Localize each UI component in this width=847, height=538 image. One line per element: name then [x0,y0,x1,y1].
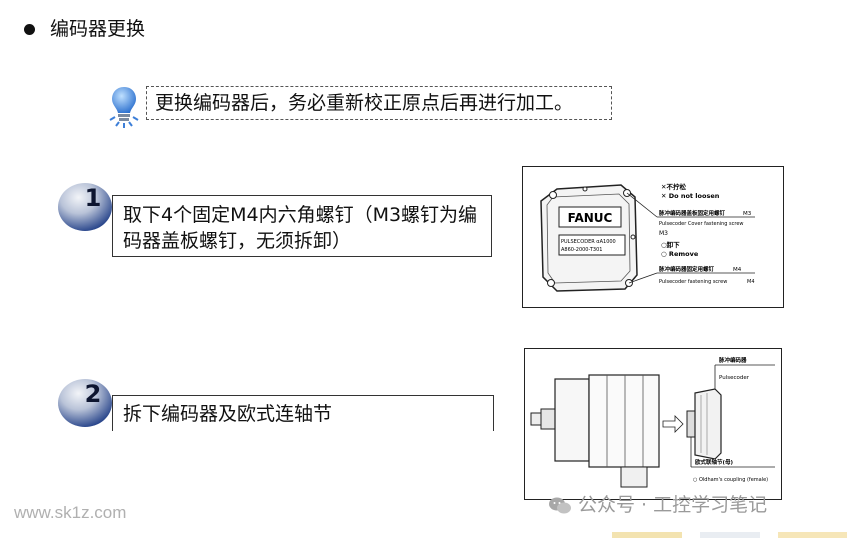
section-heading: 编码器更换 [50,18,146,40]
label-fix-screw-cn: 脉冲编码器固定用螺钉 [658,265,715,273]
note-do-not-loosen-cn: ✕不拧松 [661,182,686,191]
encoder-drawing: FANUC PULSECODER αA1000 A860-2000-T301 ✕… [540,182,755,292]
step-2-badge [58,379,112,427]
note-remove-cn: ○卸下 [661,240,680,249]
step-1-badge [58,183,112,231]
label-coupling-en: ○ Oldham's coupling (female) [693,477,768,483]
note-do-not-loosen-en: ✕ Do not loosen [661,192,720,200]
bottom-strip [778,532,847,538]
label-cover-screw-en: Pulsecoder Cover fastening screw [659,221,744,227]
step-2-box: 拆下编码器及欧式连轴节 [112,395,494,431]
step-1-box: 取下4个固定M4内六角螺钉（M3螺钉为编码器盖板螺钉，无须拆卸） [112,195,492,257]
label-fix-screw-size: M4 [733,267,742,273]
label-encoder-en: Pulsecoder [719,375,750,381]
lightbulb-icon [109,87,139,128]
encoder-diagram: FANUC PULSECODER αA1000 A860-2000-T301 ✕… [522,166,784,308]
step-2-text: 拆下编码器及欧式连轴节 [123,403,333,425]
watermark-account: 公众号 · 工控学习笔记 [548,490,767,517]
motor-drawing: 脉冲编码器 Pulsecoder 欧式联轴节(母) ○ Oldham's cou… [530,356,775,488]
heading-bullet [24,24,35,35]
watermark-account-text: 公众号 · 工控学习笔记 [578,494,768,516]
note-remove-en: ○ Remove [661,250,699,258]
tip-box: 更换编码器后，务必重新校正原点后再进行加工。 [146,86,612,120]
wechat-icon [549,497,571,513]
fanuc-logo: FANUC [568,211,613,225]
label-cover-screw-cn: 脉冲编码器盖板固定用螺钉 [658,209,726,217]
label-cover-screw-size: M3 [743,211,752,217]
plate-line1: PULSECODER αA1000 [561,239,616,245]
label-coupling-cn: 欧式联轴节(母) [695,458,734,466]
step-1-text: 取下4个固定M4内六角螺钉（M3螺钉为编码器盖板螺钉，无须拆卸） [123,204,478,252]
bottom-strip [700,532,760,538]
motor-coupling-diagram: 脉冲编码器 Pulsecoder 欧式联轴节(母) ○ Oldham's cou… [524,348,782,500]
bottom-strip [612,532,682,538]
label-encoder-cn: 脉冲编码器 [718,356,747,364]
watermark-site: www.sk1z.com [14,503,127,522]
plate-line2: A860-2000-T301 [561,247,602,253]
label-fix-screw-en-size: M4 [747,279,755,285]
label-fix-screw-en: Pulsecoder fastening screw [659,279,727,285]
label-m3: M3 [659,230,668,237]
step-2-number: 2 [84,380,102,408]
step-1-number: 1 [84,184,102,212]
tip-text: 更换编码器后，务必重新校正原点后再进行加工。 [155,92,574,114]
